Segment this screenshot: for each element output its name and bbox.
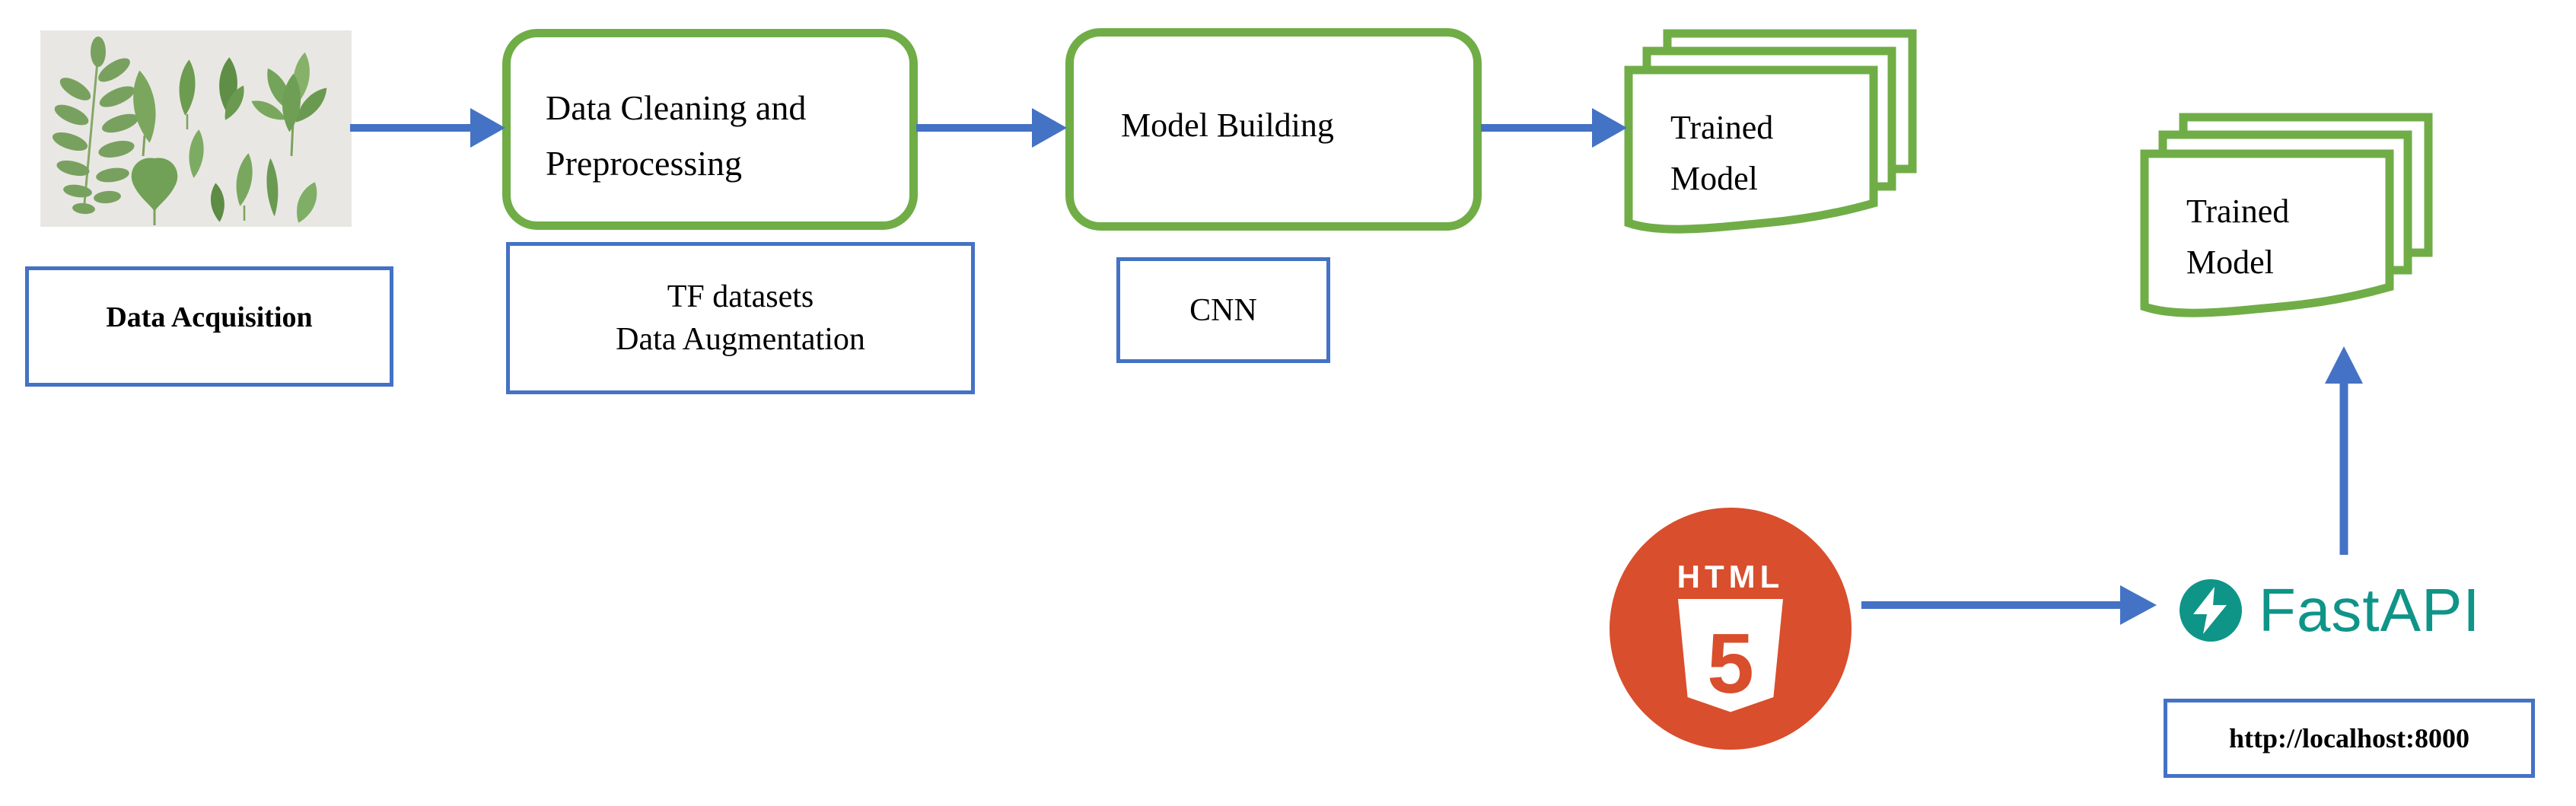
tf-datasets-line1: TF datasets — [667, 279, 814, 314]
fastapi-bolt-icon — [2180, 579, 2242, 642]
html5-shield — [1678, 599, 1783, 712]
fastapi-word: FastAPI — [2259, 576, 2481, 644]
arrow-cleaning-to-model — [916, 108, 1067, 148]
trained-model-top-line2: Model — [1670, 160, 1758, 197]
leaf-cluster — [129, 51, 333, 179]
tf-datasets-line2: Data Augmentation — [616, 322, 865, 357]
arrow-photo-to-cleaning — [350, 108, 505, 148]
data-cleaning-line2: Preprocessing — [546, 144, 743, 183]
leaf-photo — [40, 30, 352, 227]
cnn-label: CNN — [1189, 292, 1257, 328]
trained-model-stack-right: Trained Model — [2139, 113, 2436, 330]
html5-logo: HTML 5 — [1610, 508, 1852, 750]
leaf-cluster-bottom — [131, 151, 323, 226]
arrow-model-to-trained — [1481, 108, 1627, 148]
data-acquisition-label: Data Acquisition — [106, 301, 313, 333]
fastapi-logo: FastAPI — [2178, 577, 2481, 644]
doc-front — [2140, 149, 2394, 317]
html5-word: HTML — [1677, 559, 1785, 594]
trained-model-right-line2: Model — [2186, 244, 2274, 281]
localhost-box: http://localhost:8000 — [2164, 699, 2535, 778]
html5-number: 5 — [1707, 616, 1754, 711]
compound-leaf — [52, 37, 139, 215]
arrow-html5-to-fastapi — [1861, 585, 2157, 625]
model-building-box: Model Building — [1065, 28, 1482, 231]
data-cleaning-box: Data Cleaning and Preprocessing — [502, 29, 918, 230]
multidocument-shape — [2140, 113, 2433, 317]
data-acquisition-box: Data Acquisition — [25, 266, 393, 387]
trained-model-right-line1: Trained — [2186, 193, 2290, 230]
multidocument-shape — [1624, 29, 1917, 234]
trained-model-top-line1: Trained — [1670, 109, 1774, 146]
cnn-box: CNN — [1116, 257, 1330, 363]
data-cleaning-line1: Data Cleaning and — [546, 88, 807, 127]
arrow-fastapi-to-trained — [2325, 346, 2363, 555]
tf-datasets-box: TF datasets Data Augmentation — [506, 242, 975, 394]
doc-front — [1624, 65, 1878, 234]
trained-model-stack-top: Trained Model — [1623, 29, 1920, 246]
model-building-label: Model Building — [1121, 107, 1334, 144]
localhost-label: http://localhost:8000 — [2228, 723, 2469, 753]
